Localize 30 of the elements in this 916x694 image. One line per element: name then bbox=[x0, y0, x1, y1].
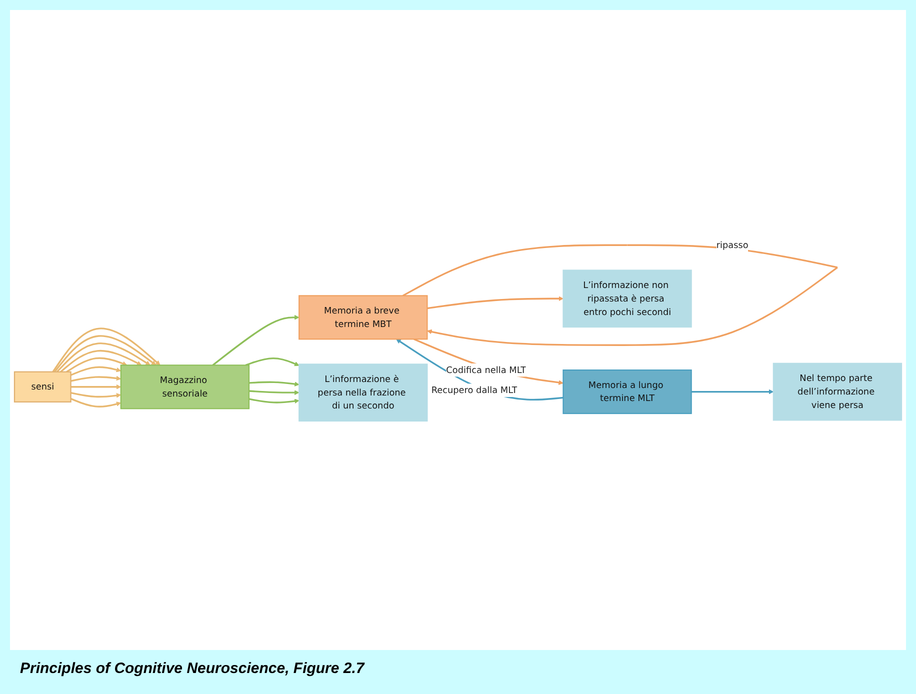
arrow bbox=[70, 384, 122, 390]
figure-caption: Principles of Cognitive Neuroscience, Figure 2.7 bbox=[20, 660, 364, 677]
arrow bbox=[70, 392, 122, 398]
arrow bbox=[427, 296, 564, 310]
arrow bbox=[248, 382, 300, 387]
edge-label: ripasso bbox=[716, 240, 748, 250]
edge-label: Codifica nella MLT bbox=[446, 364, 526, 376]
arrow bbox=[414, 338, 564, 386]
node-box: Memoria a breve termine MBT bbox=[298, 295, 428, 340]
arrow bbox=[248, 398, 300, 404]
arrow bbox=[56, 342, 150, 373]
node-box: Memoria a lungo termine MLT bbox=[562, 370, 692, 414]
edge-label: Recupero dalla MLT bbox=[431, 385, 518, 396]
arrow bbox=[212, 315, 300, 366]
arrow bbox=[60, 350, 142, 373]
node-box: Nel tempo parte dell’informazione viene persa bbox=[772, 363, 902, 422]
node-box: sensi bbox=[14, 372, 72, 403]
arrow bbox=[248, 390, 300, 396]
arrow bbox=[245, 358, 300, 366]
arrow bbox=[54, 335, 156, 373]
node-box: L’informazione è persa nella frazione di un secondo bbox=[298, 364, 428, 422]
arrow bbox=[691, 390, 774, 394]
arrow bbox=[66, 358, 128, 373]
arrow bbox=[70, 376, 122, 382]
arrow bbox=[396, 339, 564, 401]
arrow bbox=[70, 366, 122, 376]
arrow bbox=[70, 398, 122, 408]
arrow bbox=[52, 328, 160, 373]
node-box: L’informazione non ripassata è persa entro pochi secondi bbox=[562, 270, 692, 328]
node-box: Magazzino sensoriale bbox=[120, 364, 250, 410]
